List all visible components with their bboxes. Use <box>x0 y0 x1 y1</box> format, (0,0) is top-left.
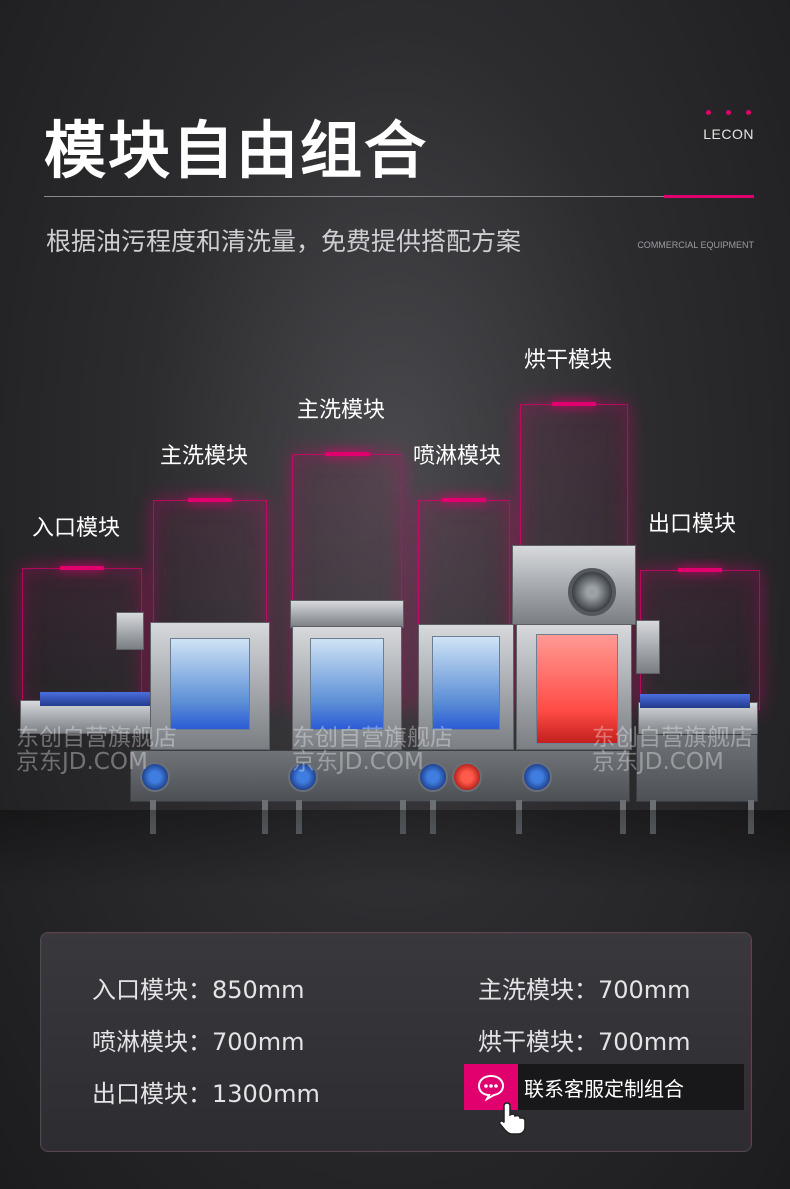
header-divider <box>44 196 754 197</box>
machine-illustration: 入口模块 主洗模块 主洗模块 喷淋模块 烘干模块 出口模块 <box>0 330 790 890</box>
module-column-exit <box>640 568 760 710</box>
pump-icon <box>522 762 552 792</box>
module-label-entry: 入口模块 <box>32 516 121 541</box>
dishwasher-machine <box>0 330 790 890</box>
spec-exit: 出口模块：1300mm <box>92 1080 320 1108</box>
spec-wash: 主洗模块：700mm <box>478 976 691 1004</box>
module-label-exit: 出口模块 <box>648 512 737 537</box>
module-label-spray: 喷淋模块 <box>413 444 502 469</box>
floor-reflection <box>0 810 790 890</box>
header-divider-accent <box>664 195 754 198</box>
spec-spray: 喷淋模块：700mm <box>92 1028 305 1056</box>
chat-bubble-icon <box>464 1064 518 1110</box>
tagline: COMMERCIAL EQUIPMENT <box>637 240 754 250</box>
heater-pump-icon <box>452 762 482 792</box>
pump-icon <box>140 762 170 792</box>
spec-panel <box>40 932 752 1152</box>
page-subtitle: 根据油污程度和清洗量，免费提供搭配方案 <box>46 227 522 256</box>
pump-icon <box>418 762 448 792</box>
contact-service-button[interactable]: 联系客服定制组合 <box>464 1064 744 1110</box>
dryer-fan-icon <box>568 568 616 616</box>
hand-pointer-icon <box>498 1102 526 1135</box>
watermark: 东创自营旗舰店京东JD.COM <box>16 725 177 775</box>
module-label-wash-1: 主洗模块 <box>160 444 249 469</box>
watermark: 东创自营旗舰店京东JD.COM <box>292 725 453 775</box>
contact-service-label: 联系客服定制组合 <box>524 1076 684 1101</box>
page-title: 模块自由组合 <box>44 114 429 187</box>
watermark: 东创自营旗舰店京东JD.COM <box>592 725 753 775</box>
module-label-wash-2: 主洗模块 <box>297 398 386 423</box>
spec-entry: 入口模块：850mm <box>92 976 305 1004</box>
brand-logo: LECON <box>703 126 754 142</box>
pump-icon <box>288 762 318 792</box>
spec-dry: 烘干模块：700mm <box>478 1028 691 1056</box>
module-label-dry: 烘干模块 <box>524 348 613 373</box>
brand-dots <box>706 110 754 116</box>
